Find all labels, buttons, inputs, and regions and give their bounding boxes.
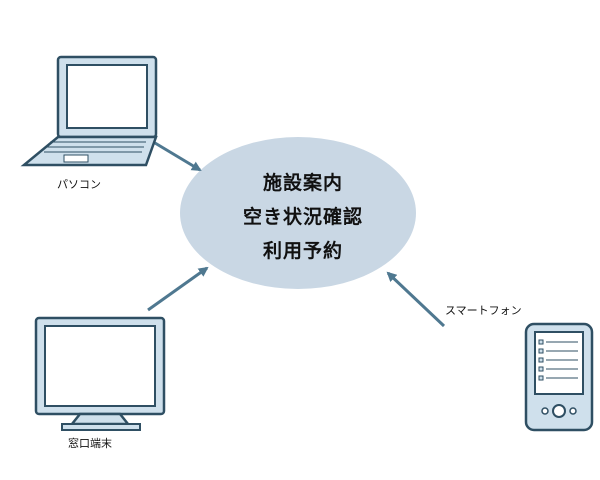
arrow-pc-to-hub xyxy=(149,138,202,172)
hub-line-availability-check: 空き状況確認 xyxy=(242,206,363,228)
laptop-icon xyxy=(20,55,158,167)
service-hub xyxy=(180,137,416,289)
smartphone-label: スマートフォン xyxy=(445,304,522,317)
monitor-icon xyxy=(34,316,166,431)
smartphone-icon xyxy=(524,322,594,432)
hub-line-reservation: 利用予約 xyxy=(262,240,343,262)
terminal-label: 窓口端末 xyxy=(68,437,112,450)
hub-text: 施設案内 空き状況確認 利用予約 xyxy=(196,166,410,268)
hub-line-facility-info: 施設案内 xyxy=(262,172,343,194)
arrow-phone-to-hub xyxy=(386,271,446,328)
arrow-terminal-to-hub xyxy=(147,266,209,312)
pc-label: パソコン xyxy=(57,178,101,191)
